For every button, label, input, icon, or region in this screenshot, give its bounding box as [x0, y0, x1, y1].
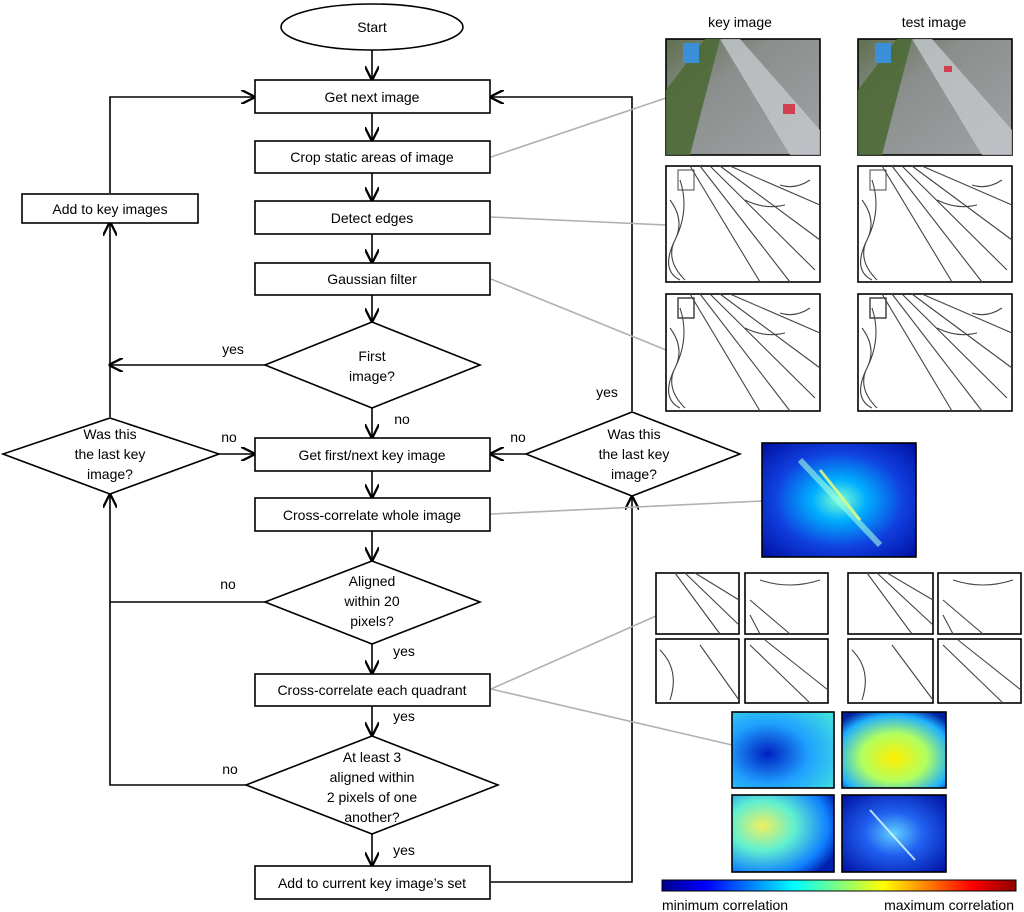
- label-aligned20-no: no: [220, 576, 236, 592]
- leader-quadrant-corr: [490, 688, 733, 746]
- edge-add-key-to-get-next: [109, 97, 254, 193]
- last-key-right-decision: Was this the last key image?: [523, 411, 743, 497]
- quadrant-correlation-maps: [731, 711, 947, 873]
- test-image-heading: test image: [902, 14, 967, 30]
- key-edges-thumbnail: [665, 165, 821, 283]
- colorbar-max-label: maximum correlation: [884, 897, 1014, 912]
- leader-whole: [490, 500, 763, 515]
- atleast3-line-3: 2 pixels of one: [327, 789, 417, 805]
- label-left-last-no: no: [221, 429, 237, 445]
- detect-edges-label: Detect edges: [331, 210, 414, 226]
- last-key-left-line-1: Was this: [83, 426, 136, 442]
- aligned-within-20-decision: Aligned within 20 pixels?: [262, 560, 483, 645]
- last-key-right-line-1: Was this: [607, 426, 660, 442]
- aligned20-line-2: within 20: [343, 593, 399, 609]
- atleast3-line-1: At least 3: [343, 749, 402, 765]
- label-atleast3-no: no: [222, 761, 238, 777]
- cross-correlate-whole-box: Cross-correlate whole image: [254, 497, 491, 532]
- image-leader-lines: [490, 97, 763, 746]
- last-key-left-decision: Was this the last key image?: [0, 417, 222, 495]
- atleast3-line-4: another?: [344, 809, 399, 825]
- detect-edges-box: Detect edges: [254, 200, 491, 235]
- label-first-no: no: [394, 411, 410, 427]
- leader-gaussian: [490, 278, 667, 351]
- label-first-yes: yes: [222, 341, 244, 357]
- add-to-key-images-box: Add to key images: [21, 193, 199, 224]
- label-right-last-no: no: [510, 429, 526, 445]
- label-right-last-yes: yes: [596, 384, 618, 400]
- start-node: Start: [280, 3, 464, 51]
- label-quadrant-yes: yes: [393, 708, 415, 724]
- edge-add-set-to-right-last: [491, 497, 632, 883]
- cross-correlate-whole-label: Cross-correlate whole image: [283, 507, 461, 523]
- aligned20-line-3: pixels?: [350, 613, 394, 629]
- edge-aligned20-no: [110, 495, 265, 603]
- key-gaussian-thumbnail: [665, 293, 821, 412]
- whole-correlation-map: [761, 442, 917, 558]
- colorbar-min-label: minimum correlation: [662, 897, 788, 912]
- correlation-colorbar: minimum correlation maximum correlation: [661, 879, 1017, 912]
- test-gaussian-thumbnail: [857, 293, 1013, 412]
- test-quadrant-edges: [847, 572, 1022, 704]
- edge-atleast3-no: [109, 602, 246, 786]
- get-next-image-label: Get next image: [325, 89, 420, 105]
- edge-right-last-yes: [491, 97, 633, 411]
- label-atleast3-yes: yes: [393, 842, 415, 858]
- gaussian-filter-label: Gaussian filter: [327, 271, 417, 287]
- last-key-right-line-2: the last key: [599, 446, 670, 462]
- atleast3-line-2: aligned within: [330, 769, 415, 785]
- add-to-current-set-label: Add to current key image’s set: [278, 875, 466, 891]
- add-to-current-set-box: Add to current key image’s set: [254, 865, 491, 900]
- cross-correlate-quadrant-box: Cross-correlate each quadrant: [254, 673, 491, 707]
- first-image-decision: First image?: [262, 321, 483, 409]
- get-first-next-key-label: Get first/next key image: [298, 447, 445, 463]
- last-key-right-line-3: image?: [611, 466, 657, 482]
- at-least-3-decision: At least 3 aligned within 2 pixels of on…: [243, 735, 501, 835]
- last-key-left-line-3: image?: [87, 466, 133, 482]
- gaussian-filter-box: Gaussian filter: [254, 262, 491, 296]
- edge-labels: yes no no no yes no yes yes no yes: [220, 341, 618, 858]
- crop-static-box: Crop static areas of image: [254, 140, 491, 174]
- get-next-image-box: Get next image: [254, 79, 491, 114]
- first-image-line-2: image?: [349, 368, 395, 384]
- crop-static-label: Crop static areas of image: [290, 149, 454, 165]
- leader-crop: [490, 97, 667, 158]
- key-quadrant-edges: [655, 572, 829, 704]
- start-label: Start: [357, 19, 387, 35]
- first-image-line-1: First: [358, 348, 385, 364]
- key-photo-thumbnail: [665, 38, 821, 156]
- test-edges-thumbnail: [857, 165, 1013, 283]
- label-aligned20-yes: yes: [393, 643, 415, 659]
- cross-correlate-quadrant-label: Cross-correlate each quadrant: [277, 682, 466, 698]
- flow-edges: [109, 50, 633, 883]
- leader-edges: [490, 216, 667, 226]
- key-image-heading: key image: [708, 14, 772, 30]
- leader-quadrant-edges: [490, 615, 657, 690]
- get-first-next-key-box: Get first/next key image: [254, 437, 491, 472]
- last-key-left-line-2: the last key: [75, 446, 146, 462]
- add-to-key-images-label: Add to key images: [52, 201, 167, 217]
- aligned20-line-1: Aligned: [349, 573, 396, 589]
- test-photo-thumbnail: [857, 38, 1013, 156]
